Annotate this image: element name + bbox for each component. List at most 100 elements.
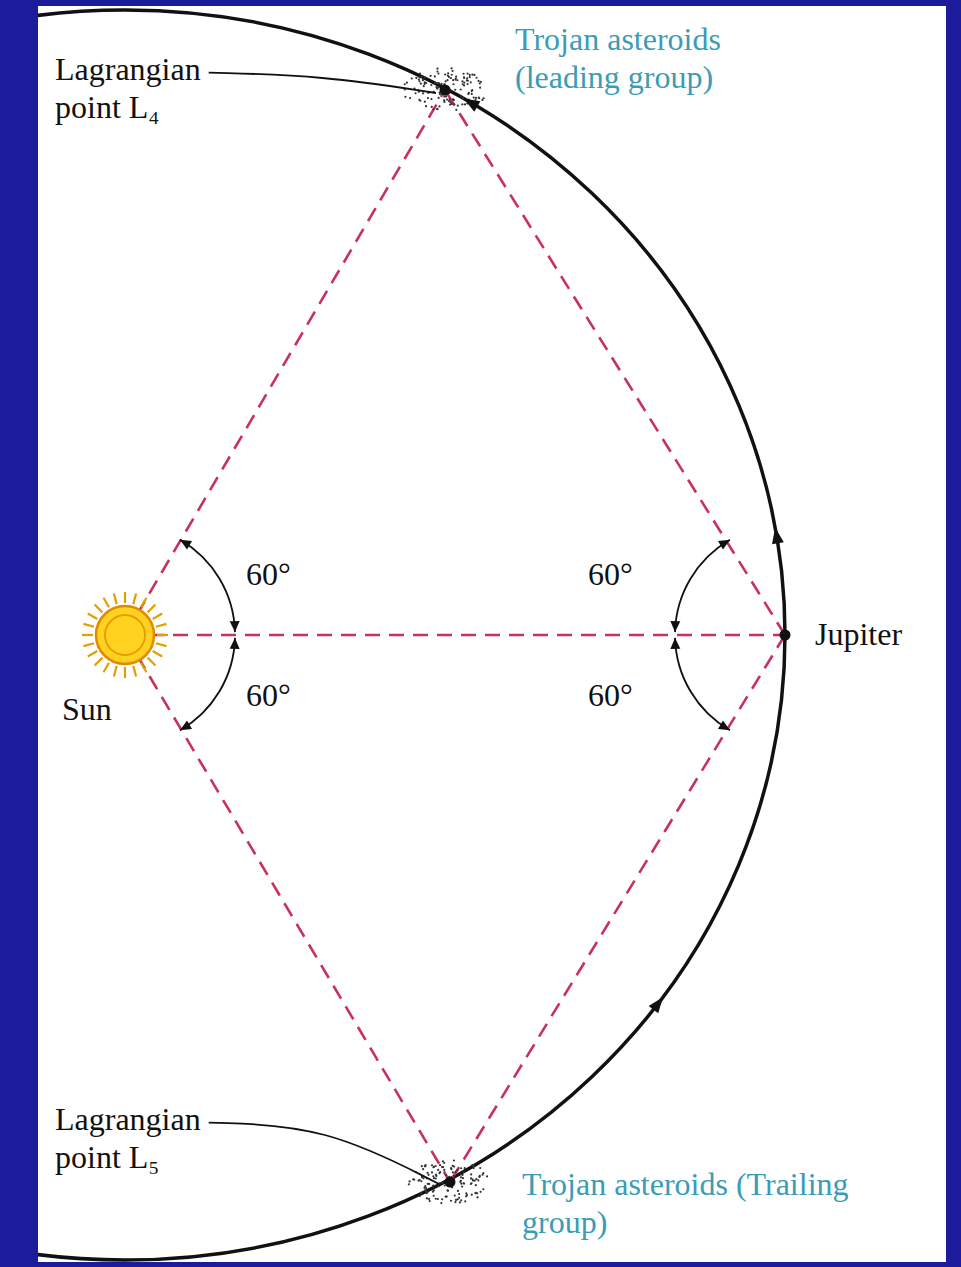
asteroid-dot: [469, 76, 471, 78]
asteroid-dot: [450, 67, 452, 69]
asteroid-dot: [461, 80, 463, 82]
asteroid-dot: [471, 74, 473, 76]
angle-arrowhead: [718, 720, 730, 730]
asteroid-dot: [480, 1191, 482, 1193]
asteroid-dot: [470, 1182, 472, 1184]
asteroid-dot: [453, 103, 455, 105]
asteroid-dot: [438, 97, 440, 99]
asteroid-dot: [438, 86, 440, 88]
asteroid-dot: [454, 89, 456, 91]
asteroid-dot: [447, 72, 449, 74]
asteroid-dot: [409, 1180, 411, 1182]
asteroid-dot: [422, 78, 424, 80]
asteroid-dot: [466, 73, 468, 75]
asteroid-dot: [467, 80, 469, 82]
asteroid-dot: [443, 99, 445, 101]
asteroid-dot: [425, 105, 427, 107]
asteroid-dot: [434, 82, 436, 84]
leader-line: [209, 73, 436, 93]
orbit-arrow: [772, 528, 784, 545]
asteroid-dot: [454, 1171, 456, 1173]
asteroid-dot: [477, 1179, 479, 1181]
asteroid-dot: [426, 1172, 428, 1174]
asteroid-dot: [475, 1178, 477, 1180]
asteroid-dot: [436, 82, 438, 84]
asteroid-dot: [463, 81, 465, 83]
asteroid-dot: [455, 109, 457, 111]
asteroid-dot: [463, 1171, 465, 1173]
asteroid-dot: [419, 76, 421, 78]
asteroid-dot: [428, 1183, 430, 1185]
asteroid-dot: [432, 1185, 434, 1187]
asteroid-dot: [476, 1196, 478, 1198]
computed-art: [180, 67, 784, 1204]
asteroid-dot: [445, 1195, 447, 1197]
sun-ray: [153, 651, 163, 657]
asteroid-dot: [455, 1199, 457, 1201]
asteroid-dot: [413, 1179, 415, 1181]
asteroid-dot: [462, 73, 464, 75]
asteroid-dot: [460, 1167, 462, 1169]
asteroid-dot: [462, 97, 464, 99]
sun-ray: [156, 643, 167, 646]
asteroid-dot: [460, 1199, 462, 1201]
asteroid-dot: [414, 92, 416, 94]
asteroid-dot: [415, 77, 417, 79]
asteroid-dot: [404, 83, 406, 85]
sun-ray: [88, 651, 98, 657]
asteroid-dot: [448, 76, 450, 78]
angle-arrowhead: [180, 720, 192, 730]
asteroid-dot: [478, 96, 480, 98]
asteroid-dot: [445, 80, 447, 82]
asteroid-dot: [453, 1159, 455, 1161]
lagrange-point-label: Lagrangian point L₅: [55, 1100, 265, 1177]
asteroid-dot: [437, 1169, 439, 1171]
asteroid-dot: [474, 1192, 476, 1194]
asteroid-dot: [478, 1176, 480, 1178]
asteroid-dot: [457, 1190, 459, 1192]
asteroid-dot: [451, 74, 453, 76]
asteroid-dot: [432, 1185, 434, 1187]
asteroid-dot: [420, 1192, 422, 1194]
asteroid-dot: [430, 75, 432, 77]
asteroid-dot: [465, 1195, 467, 1197]
asteroid-dot: [409, 97, 411, 99]
angle-label: 60°: [588, 555, 633, 593]
asteroid-dot: [452, 79, 454, 81]
asteroid-dot: [432, 1166, 434, 1168]
orbit-arrow: [649, 997, 664, 1013]
asteroid-dot: [419, 72, 421, 74]
asteroid-dot: [412, 1178, 414, 1180]
angle-arc: [180, 638, 235, 730]
sun-ray: [114, 666, 117, 677]
angle-arrowhead: [230, 621, 240, 632]
asteroid-dot: [442, 1166, 444, 1168]
asteroid-dot: [464, 1200, 466, 1202]
asteroid-dot: [436, 68, 438, 70]
asteroid-dot: [472, 1165, 474, 1167]
planet-label: Jupiter: [815, 615, 902, 653]
asteroid-dot: [432, 1175, 434, 1177]
asteroid-dot: [462, 1182, 464, 1184]
asteroid-dot: [431, 1171, 433, 1173]
asteroid-dot: [460, 1183, 462, 1185]
sun-ray: [124, 592, 126, 603]
asteroid-dot: [451, 103, 453, 105]
asteroid-dot: [460, 88, 462, 90]
asteroid-dot: [457, 105, 459, 107]
asteroid-dot: [426, 1197, 428, 1199]
asteroid-dot: [470, 1183, 472, 1185]
asteroid-dot: [425, 1164, 427, 1166]
trailing-cluster: [408, 1159, 488, 1204]
asteroid-dot: [464, 103, 466, 105]
orbit-arrow: [464, 98, 481, 111]
sun-ray: [148, 658, 156, 666]
asteroid-dot: [464, 1167, 466, 1169]
sun-l4-line: [125, 90, 445, 635]
asteroid-dot: [439, 1164, 441, 1166]
asteroid-dot: [444, 73, 446, 75]
asteroid-dot: [408, 1183, 410, 1185]
asteroid-dot: [466, 83, 468, 85]
